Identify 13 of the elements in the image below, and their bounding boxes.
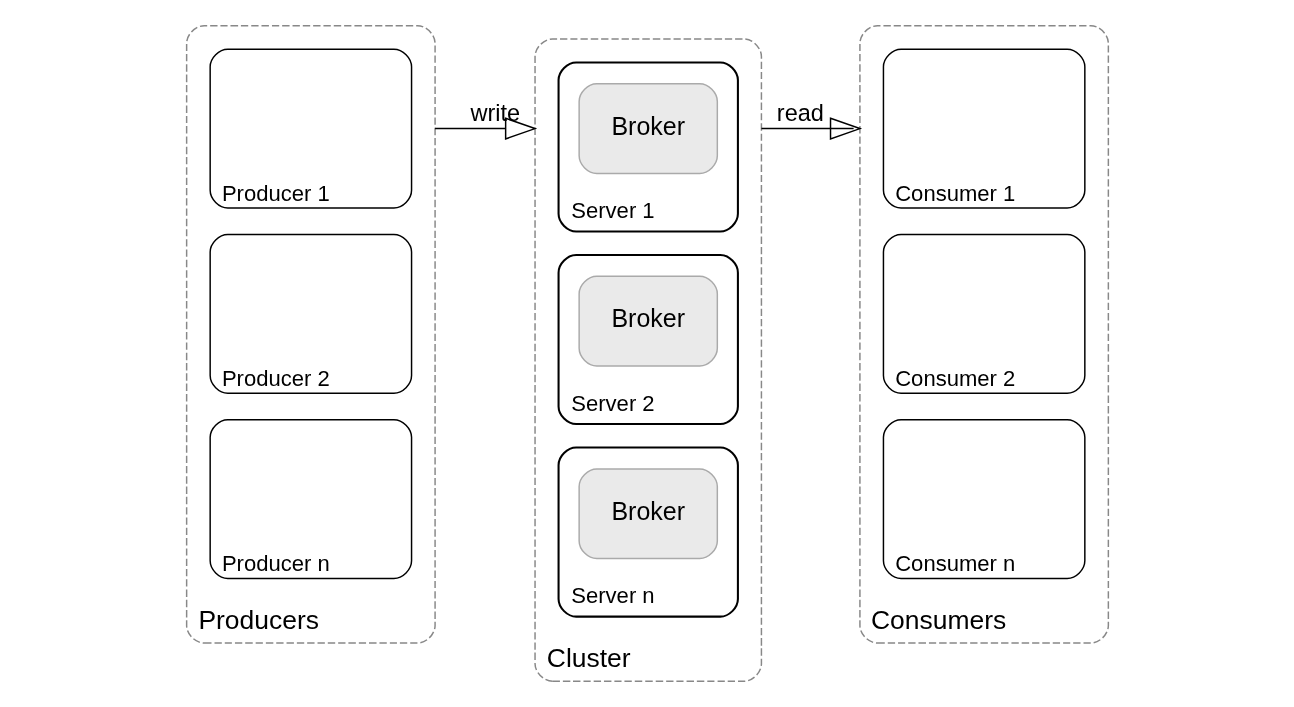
edge-label: read xyxy=(776,99,824,126)
node-box: Broker xyxy=(577,275,718,367)
node-box: Broker xyxy=(577,468,718,560)
node-box: Producer 1 xyxy=(208,48,412,209)
node-box: Producer n xyxy=(208,418,412,580)
node-box: Consumer 1 xyxy=(882,48,1086,209)
node-box: Consumer n xyxy=(882,418,1086,580)
arrow xyxy=(433,117,537,140)
node-box: Broker xyxy=(577,83,718,175)
arrow xyxy=(760,117,862,140)
node-box: Consumer 2 xyxy=(882,233,1086,394)
edge-label: write xyxy=(470,99,520,126)
node-box: Producer 2 xyxy=(208,233,412,394)
